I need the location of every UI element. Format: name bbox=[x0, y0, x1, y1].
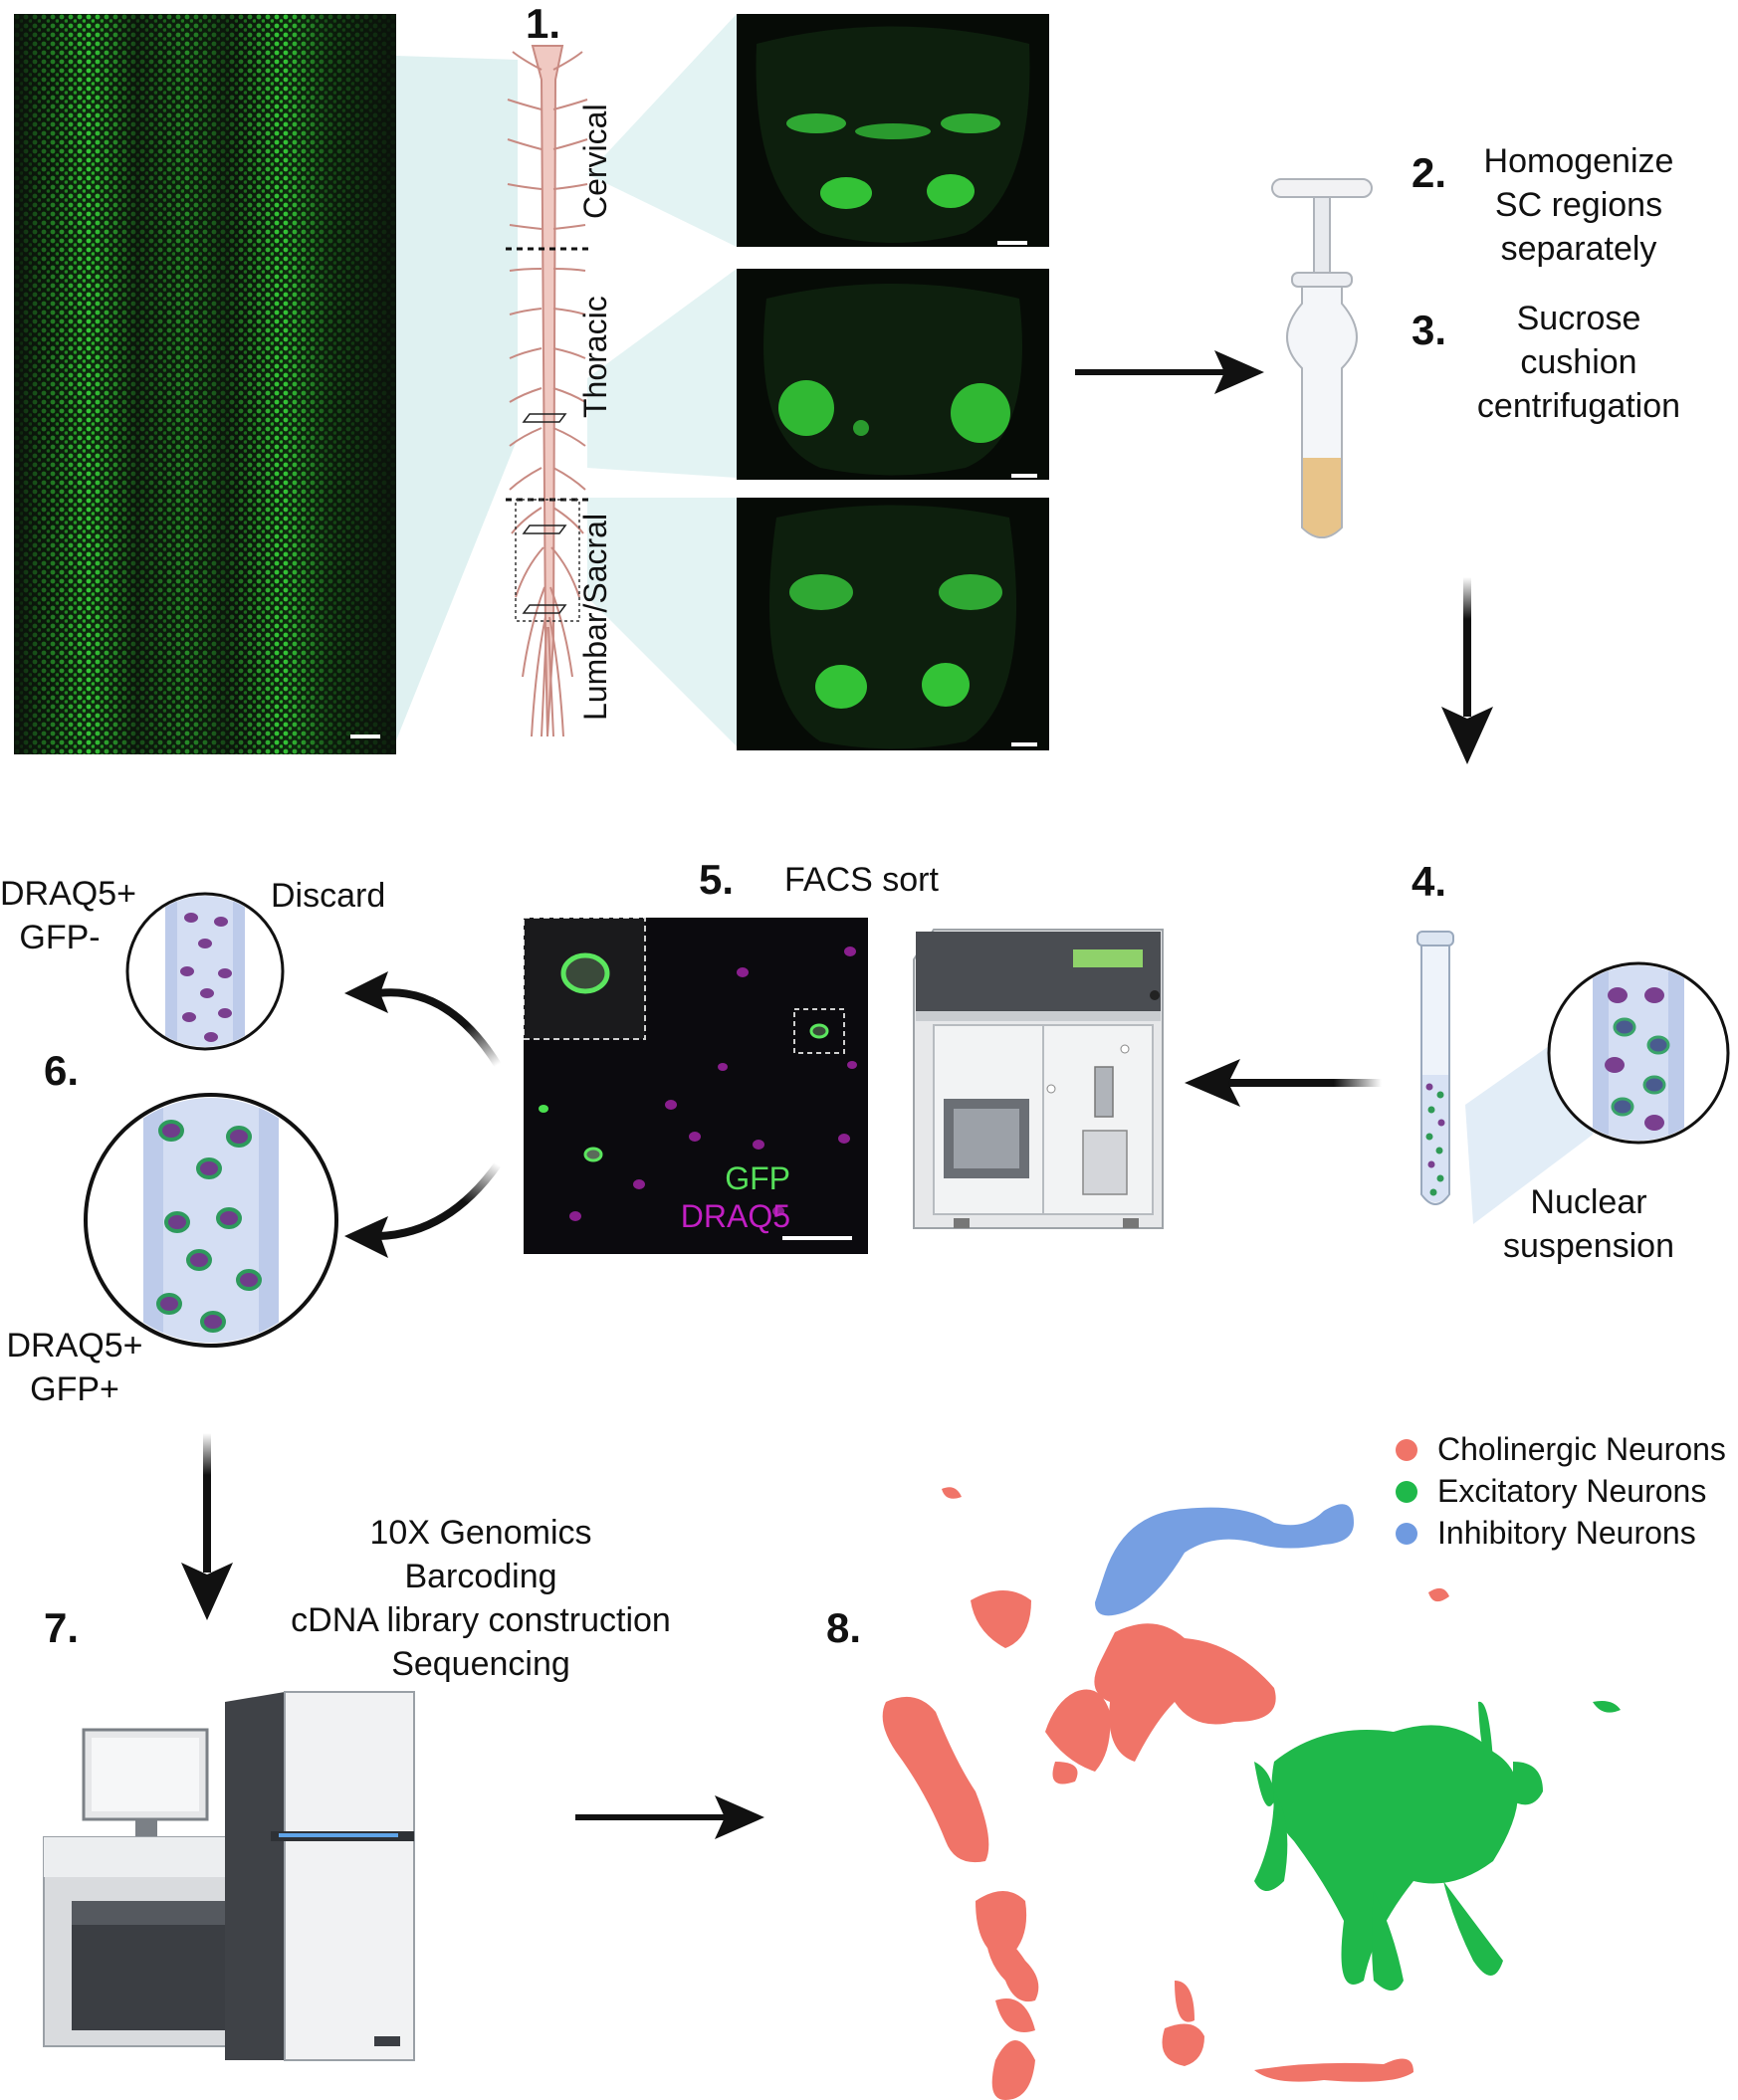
lumbar-sacral-label: Lumbar/Sacral bbox=[577, 513, 613, 721]
curved-arrow-to-positive bbox=[344, 1161, 502, 1258]
arrow-down bbox=[1441, 577, 1493, 764]
step-7-number: 7. bbox=[44, 1604, 80, 1651]
legend-item-inhibitory: Inhibitory Neurons bbox=[1396, 1515, 1696, 1552]
facs-microscopy-image: GFP DRAQ5 bbox=[524, 918, 868, 1254]
step-2-number: 2. bbox=[1412, 149, 1447, 196]
legend-label-excitatory: Excitatory Neurons bbox=[1437, 1473, 1707, 1509]
step-7-text: 10X Genomics Barcoding cDNA library cons… bbox=[247, 1511, 715, 1686]
whole-spinal-cord-image bbox=[14, 14, 396, 754]
curved-arrow-to-discard bbox=[344, 971, 502, 1068]
step-4-number: 4. bbox=[1412, 858, 1447, 905]
step-7-line-3: cDNA library construction bbox=[291, 1601, 671, 1639]
step-2-line-3: separately bbox=[1500, 230, 1657, 268]
spinal-cord-illustration bbox=[506, 45, 589, 737]
arrow-down-step7 bbox=[181, 1433, 233, 1620]
step-3-text: Sucrose cushion centrifugation bbox=[1459, 297, 1698, 428]
step-4-line-2: suspension bbox=[1502, 1227, 1674, 1265]
thoracic-label: Thoracic bbox=[577, 296, 613, 418]
scale-bar bbox=[1011, 742, 1037, 746]
sequencer-machine-icon bbox=[43, 1691, 415, 2061]
cross-section-cervical bbox=[737, 14, 1049, 247]
draq5-label: DRAQ5 bbox=[680, 1198, 790, 1234]
positive-label-line-1: DRAQ5+ bbox=[6, 1327, 143, 1365]
cervical-label: Cervical bbox=[577, 104, 613, 219]
facs-sorter-machine-icon bbox=[913, 929, 1164, 1229]
discard-label: Discard bbox=[271, 877, 386, 915]
step-5-number: 5. bbox=[699, 856, 735, 903]
step-7-line-2: Barcoding bbox=[404, 1558, 557, 1595]
umap-plot bbox=[882, 1487, 1621, 2100]
step-1-number: 1. bbox=[526, 0, 561, 47]
gfp-label: GFP bbox=[725, 1160, 790, 1196]
arrow-right bbox=[1075, 350, 1264, 394]
step-7-line-1: 10X Genomics bbox=[369, 1514, 592, 1552]
step-7-line-4: Sequencing bbox=[391, 1645, 570, 1683]
legend-item-cholinergic: Cholinergic Neurons bbox=[1396, 1431, 1726, 1468]
step-3-number: 3. bbox=[1412, 307, 1447, 353]
legend-item-excitatory: Excitatory Neurons bbox=[1396, 1473, 1706, 1510]
arrow-right-step8 bbox=[575, 1795, 764, 1839]
step-2-text: Homogenize SC regions separately bbox=[1459, 139, 1698, 271]
gfp-positive-nuclei-circle bbox=[84, 1093, 338, 1348]
positive-label: DRAQ5+ GFP+ bbox=[0, 1324, 149, 1411]
legend-swatch-cholinergic bbox=[1396, 1438, 1417, 1461]
step-4-line-1: Nuclear bbox=[1530, 1183, 1647, 1221]
step-2-line-2: SC regions bbox=[1494, 186, 1663, 224]
negative-label-line-2: GFP- bbox=[19, 919, 101, 956]
legend-label-cholinergic: Cholinergic Neurons bbox=[1437, 1431, 1726, 1467]
step-2-line-1: Homogenize bbox=[1483, 142, 1674, 180]
dounce-homogenizer-icon bbox=[1271, 178, 1373, 538]
negative-label: DRAQ5+ GFP- bbox=[0, 872, 136, 959]
nuclear-suspension-tube-icon bbox=[1416, 931, 1730, 1224]
legend-swatch-inhibitory bbox=[1396, 1522, 1417, 1545]
scale-bar bbox=[997, 241, 1027, 245]
step-6-number: 6. bbox=[44, 1047, 80, 1094]
step-3-line-3: centrifugation bbox=[1476, 387, 1681, 425]
step-5-text: FACS sort bbox=[784, 861, 939, 899]
scale-bar bbox=[350, 735, 380, 738]
step-4-text: Nuclear suspension bbox=[1469, 1180, 1708, 1268]
arrow-left bbox=[1185, 1059, 1382, 1107]
step-3-line-1: Sucrose bbox=[1516, 300, 1641, 337]
scale-bar bbox=[1011, 474, 1037, 478]
negative-label-line-1: DRAQ5+ bbox=[0, 875, 136, 913]
step-3-line-2: cushion bbox=[1520, 343, 1637, 381]
scale-bar bbox=[782, 1236, 852, 1240]
step-8-number: 8. bbox=[826, 1604, 862, 1651]
positive-label-line-2: GFP+ bbox=[30, 1370, 119, 1408]
cross-section-lumbar-sacral bbox=[737, 498, 1049, 750]
cross-section-thoracic bbox=[737, 269, 1049, 480]
green-cell-texture bbox=[14, 14, 396, 754]
discard-nuclei-circle bbox=[125, 892, 285, 1051]
legend-swatch-excitatory bbox=[1396, 1480, 1417, 1503]
legend-label-inhibitory: Inhibitory Neurons bbox=[1437, 1515, 1696, 1551]
